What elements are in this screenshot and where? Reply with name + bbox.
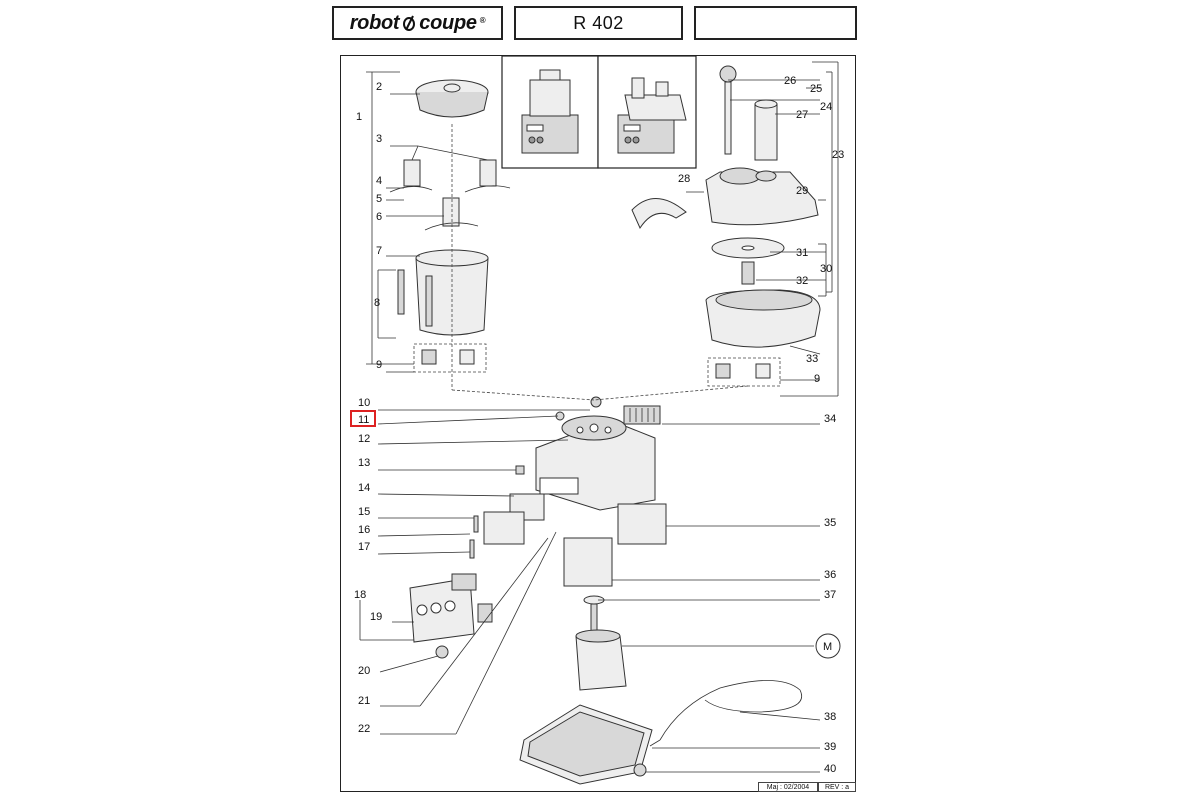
- part-motor-housing: [535, 396, 656, 511]
- inset-bowl-machine: [501, 55, 599, 169]
- label-part-34: 34: [824, 413, 836, 425]
- label-part-27: 27: [796, 109, 808, 121]
- label-part-35: 35: [824, 517, 836, 529]
- label-part-33: 33: [806, 353, 818, 365]
- label-part-18: 18: [354, 589, 366, 601]
- label-part-9-right: 9: [814, 373, 820, 385]
- part-bowl-support-left: [413, 343, 487, 373]
- label-part-17: 17: [358, 541, 370, 553]
- part-power-cord: [649, 680, 802, 747]
- label-part-4: 4: [376, 175, 382, 187]
- part-motor: [575, 595, 627, 691]
- part-veg-lid: [631, 167, 819, 230]
- part-veg-bowl: [705, 289, 821, 348]
- part-control-panel: [409, 573, 493, 659]
- registered-mark: ®: [479, 15, 486, 25]
- model-name: R 402: [573, 12, 624, 33]
- label-part-32: 32: [796, 275, 808, 287]
- label-part-22: 22: [358, 723, 370, 735]
- highlight-part-11: [350, 410, 376, 427]
- inset-veg-machine: [597, 55, 697, 169]
- label-part-11: 11: [358, 414, 369, 426]
- label-part-19: 19: [370, 611, 382, 623]
- blank-header-box: [694, 6, 857, 40]
- label-part-15: 15: [358, 506, 370, 518]
- label-part-20: 20: [358, 665, 370, 677]
- label-part-23: 23: [832, 149, 844, 161]
- label-part-12: 12: [358, 433, 370, 445]
- label-part-8: 8: [374, 297, 380, 309]
- label-part-5: 5: [376, 193, 382, 205]
- footer-revision: REV : a: [818, 782, 856, 792]
- label-part-29: 29: [796, 185, 808, 197]
- label-part-24: 24: [820, 101, 832, 113]
- label-part-40: 40: [824, 763, 836, 775]
- label-part-2: 2: [376, 81, 382, 93]
- label-part-38: 38: [824, 711, 836, 723]
- logo-blade-icon: [403, 15, 416, 31]
- brand-word-robot: robot: [349, 11, 400, 34]
- part-vent-grille: [623, 405, 661, 425]
- part-disc: [711, 237, 785, 285]
- label-part-13: 13: [358, 457, 370, 469]
- label-part-36: 36: [824, 569, 836, 581]
- label-part-7: 7: [376, 245, 382, 257]
- label-part-39: 39: [824, 741, 836, 753]
- part-base: [519, 704, 653, 785]
- label-part-16: 16: [358, 524, 370, 536]
- label-part-3: 3: [376, 133, 382, 145]
- label-part-14: 14: [358, 482, 370, 494]
- label-part-26: 26: [784, 75, 796, 87]
- label-part-30: 30: [820, 263, 832, 275]
- footer-date: Maj : 02/2004: [758, 782, 818, 792]
- label-part-31: 31: [796, 247, 808, 259]
- part-control-boards: [469, 465, 667, 587]
- model-box: R 402: [514, 6, 683, 40]
- brand-word-coupe: coupe: [419, 11, 477, 34]
- label-part-21: 21: [358, 695, 370, 707]
- label-part-10: 10: [358, 397, 370, 409]
- part-bowl: [397, 249, 489, 336]
- label-part-25: 25: [810, 83, 822, 95]
- part-lid: [415, 79, 489, 118]
- brand-logo-box: robot coupe ®: [332, 6, 503, 40]
- part-bowl-support-right: [707, 357, 781, 387]
- label-part-6: 6: [376, 211, 382, 223]
- label-part-1: 1: [356, 111, 362, 123]
- brand-logo: robot coupe ®: [350, 12, 486, 35]
- label-part-28: 28: [678, 173, 690, 185]
- label-part-9-left: 9: [376, 359, 382, 371]
- label-part-37: 37: [824, 589, 836, 601]
- part-blade-assemblies: [389, 159, 511, 231]
- part-pusher-assembly: [719, 65, 778, 161]
- label-motor-M: M: [823, 641, 832, 653]
